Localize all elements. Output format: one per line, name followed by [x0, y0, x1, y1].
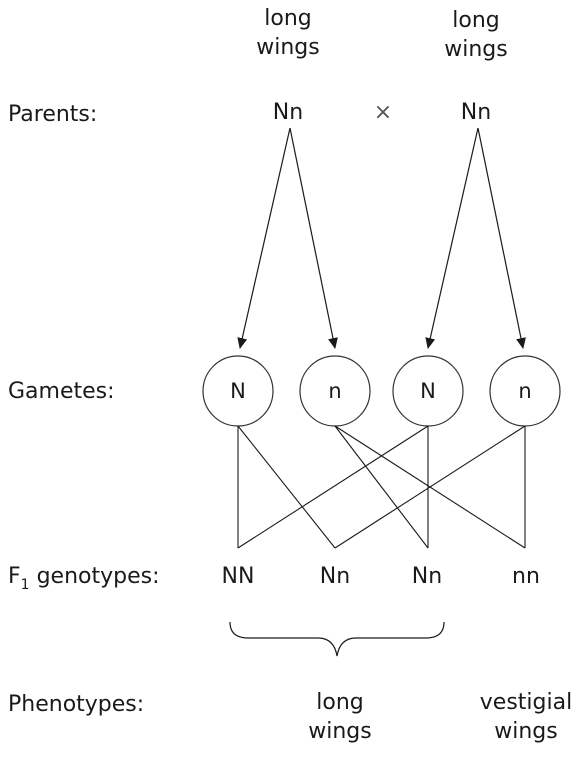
- parent-left-phenotype-line2: wings: [256, 35, 320, 60]
- gamete-label-1: N: [230, 379, 246, 403]
- arrow-right-parent-to-gamete-4: [477, 127, 526, 349]
- cross-line-g3-to-NN: [237, 425, 429, 549]
- parent-right-phenotype: long wings: [436, 6, 516, 64]
- phenotypes-label: Phenotypes:: [8, 692, 145, 717]
- cross-symbol: ×: [373, 100, 393, 125]
- phenotype-long-line2: wings: [308, 719, 372, 744]
- f1-genotype-1: NN: [221, 564, 255, 589]
- parent-right-genotype: Nn: [460, 100, 492, 125]
- phenotype-vestigial-wings: vestigial wings: [470, 688, 582, 746]
- f1-genotype-3: Nn: [411, 564, 443, 589]
- f1-genotypes-label: F1 genotypes:: [8, 562, 160, 594]
- f1-label-suffix: genotypes:: [29, 564, 160, 589]
- phenotype-grouping-brace: [229, 621, 445, 657]
- gamete-label-4: n: [518, 379, 531, 403]
- f1-genotype-4: nn: [512, 564, 540, 589]
- f1-genotype-2: Nn: [319, 564, 351, 589]
- gamete-label-3: N: [420, 379, 436, 403]
- parent-right-phenotype-line2: wings: [444, 37, 508, 62]
- phenotype-long-line1: long: [316, 690, 364, 715]
- cross-line-g2-to-Nn3: [334, 425, 429, 549]
- arrow-right-parent-to-gamete-3: [425, 127, 479, 349]
- gamete-label-2: n: [328, 379, 341, 403]
- f1-label-prefix: F: [8, 564, 21, 589]
- cross-line-g1-to-Nn2: [237, 425, 336, 549]
- arrow-left-parent-to-gamete-1: [237, 127, 291, 349]
- phenotype-long-wings: long wings: [298, 688, 382, 746]
- parent-left-genotype: Nn: [272, 100, 304, 125]
- phenotype-vestigial-line2: wings: [494, 719, 558, 744]
- f1-label-subscript: 1: [20, 577, 30, 593]
- arrow-left-parent-to-gamete-2: [289, 127, 338, 349]
- gametes-label: Gametes:: [8, 379, 115, 404]
- parent-left-phenotype: long wings: [248, 4, 328, 62]
- parent-right-phenotype-line1: long: [452, 8, 500, 33]
- parent-left-phenotype-line1: long: [264, 6, 312, 31]
- phenotype-vestigial-line1: vestigial: [479, 690, 573, 715]
- parents-label: Parents:: [8, 102, 98, 127]
- cross-line-g4-to-Nn2: [334, 425, 526, 549]
